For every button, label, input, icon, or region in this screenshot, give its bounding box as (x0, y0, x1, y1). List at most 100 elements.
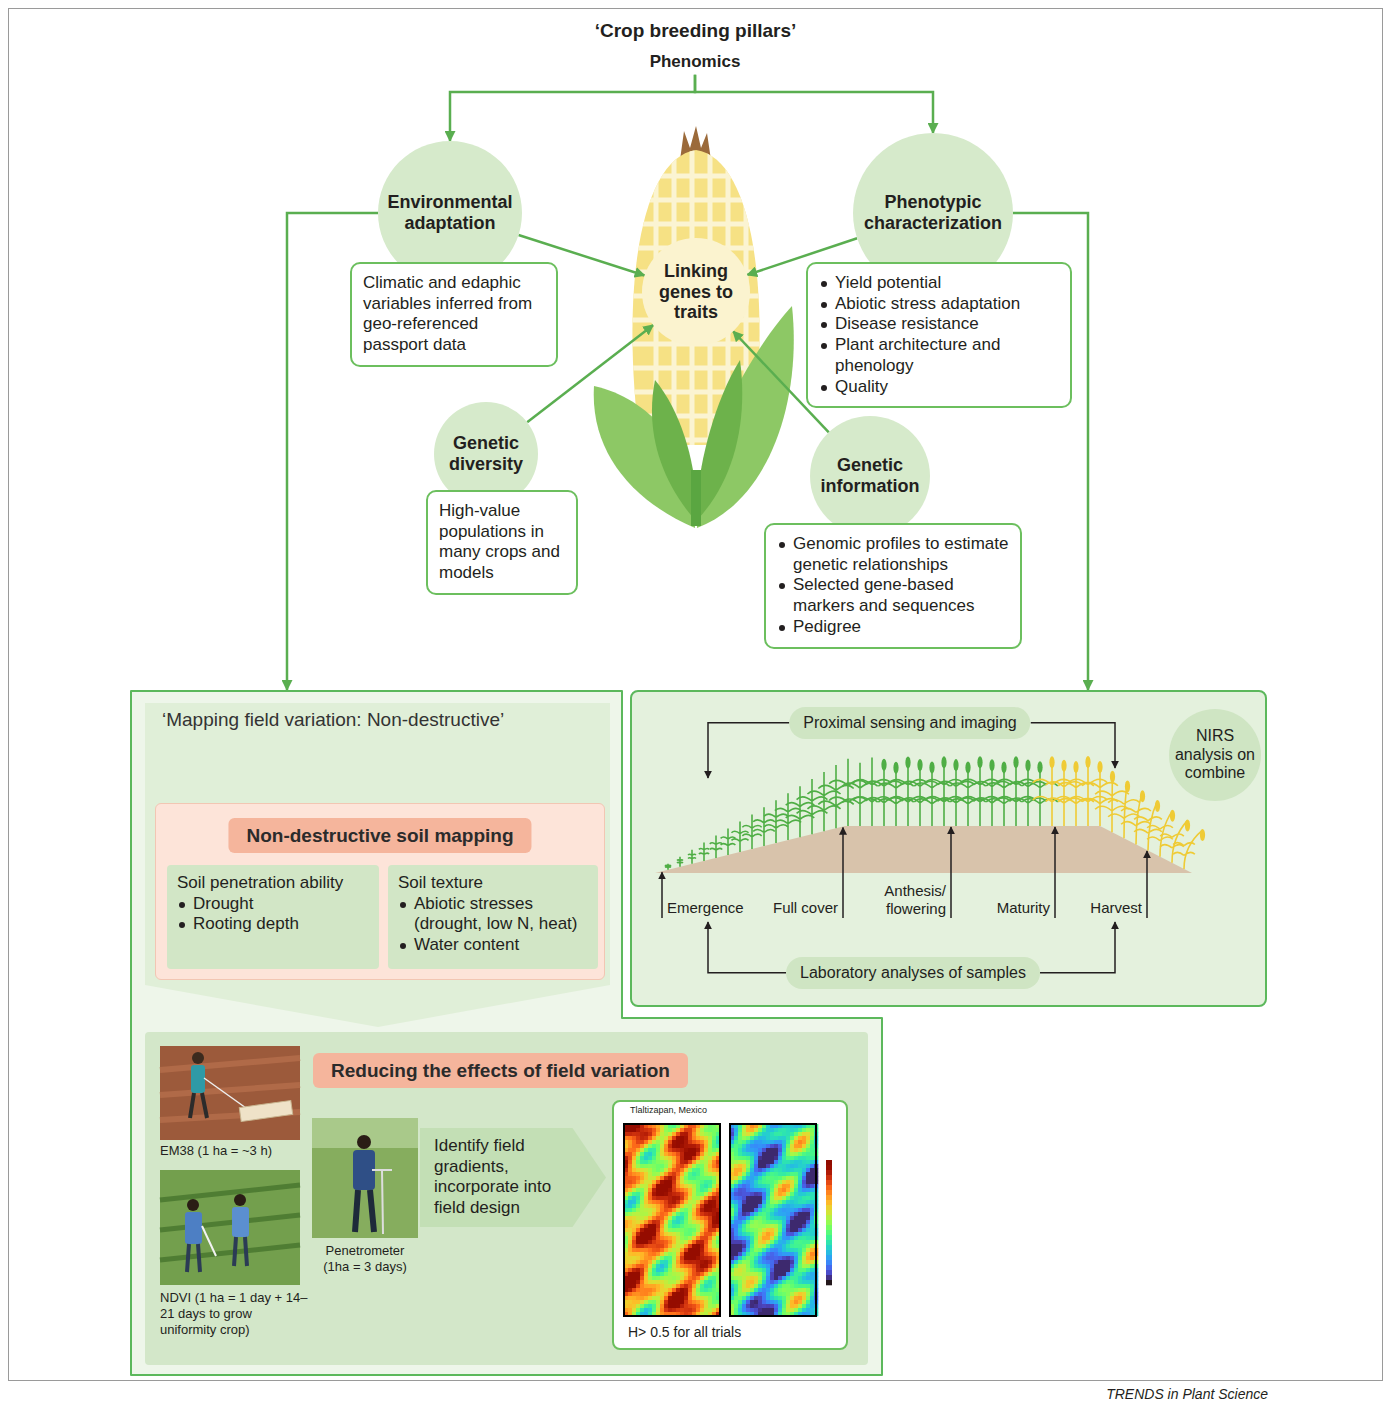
map-cell (700, 1216, 704, 1220)
map-cell (688, 1276, 692, 1280)
map-cell (774, 1284, 778, 1288)
map-cell (644, 1220, 648, 1224)
map-cell (766, 1276, 770, 1280)
map-cell (688, 1300, 692, 1304)
map-cell (640, 1152, 644, 1156)
crop-rows (160, 1185, 300, 1260)
map-cell (778, 1204, 782, 1208)
map-cell (636, 1152, 640, 1156)
map-cell (786, 1260, 790, 1264)
map-cell (786, 1176, 790, 1180)
map-cell (676, 1136, 680, 1140)
map-cell (766, 1300, 770, 1304)
map-cell (656, 1236, 660, 1240)
map-cell (782, 1224, 786, 1228)
map-cell (778, 1180, 782, 1184)
map-cell (680, 1144, 684, 1148)
map-cell (750, 1224, 754, 1228)
map-cell (636, 1284, 640, 1288)
map-cell (676, 1268, 680, 1272)
map-cell (656, 1248, 660, 1252)
map-cell (700, 1184, 704, 1188)
photo-em38 (160, 1046, 300, 1140)
map-cell (766, 1280, 770, 1284)
map-cell (640, 1252, 644, 1256)
map-cell (628, 1228, 632, 1232)
map-cell (660, 1304, 664, 1308)
map-cell (680, 1280, 684, 1284)
map-cell (700, 1156, 704, 1160)
map-cell (672, 1156, 676, 1160)
map-cell (664, 1236, 668, 1240)
map-cell (676, 1236, 680, 1240)
map-cell (770, 1308, 774, 1312)
map-cell (656, 1268, 660, 1272)
map-cell (782, 1244, 786, 1248)
map-cell (684, 1272, 688, 1276)
map-cell (680, 1228, 684, 1232)
map-cell (704, 1264, 708, 1268)
map-cell (676, 1232, 680, 1236)
map-cell (660, 1200, 664, 1204)
map-cell (664, 1132, 668, 1136)
map-cell (734, 1180, 738, 1184)
map-cell (628, 1208, 632, 1212)
map-cell (778, 1208, 782, 1212)
map-cell (762, 1152, 766, 1156)
map-cell (738, 1200, 742, 1204)
person-body (232, 1207, 249, 1237)
map-cell (786, 1144, 790, 1148)
map-cell (628, 1232, 632, 1236)
map-cell (632, 1212, 636, 1216)
person-head (234, 1194, 246, 1206)
map-cell (656, 1192, 660, 1196)
map-cell (680, 1132, 684, 1136)
map-cell (640, 1304, 644, 1308)
map-cell (632, 1244, 636, 1248)
map-cell (640, 1208, 644, 1212)
map-cell (712, 1180, 716, 1184)
map-cell (750, 1228, 754, 1232)
map-cell (712, 1204, 716, 1208)
map-cell (676, 1196, 680, 1200)
map-cell (734, 1244, 738, 1248)
map-cell (750, 1232, 754, 1236)
map-cell (778, 1136, 782, 1140)
map-cell (754, 1208, 758, 1212)
map-cell (746, 1232, 750, 1236)
map-cell (632, 1148, 636, 1152)
map-cell (664, 1260, 668, 1264)
bullet-item: Selected gene-based markers and sequence… (777, 575, 1009, 616)
map-cell (734, 1248, 738, 1252)
map-cell (692, 1136, 696, 1140)
map-cell (742, 1220, 746, 1224)
map-cell (758, 1232, 762, 1236)
map-cell (762, 1240, 766, 1244)
map-cell (778, 1276, 782, 1280)
map-cell (676, 1264, 680, 1268)
map-cell (774, 1144, 778, 1148)
map-cell (738, 1180, 742, 1184)
map-cell (664, 1136, 668, 1140)
map-cell (684, 1260, 688, 1264)
map-cell (778, 1192, 782, 1196)
map-cell (786, 1244, 790, 1248)
map-cell (712, 1188, 716, 1192)
map-cell (640, 1236, 644, 1240)
map-cell (632, 1240, 636, 1244)
map-cell (672, 1200, 676, 1204)
map-cell (758, 1132, 762, 1136)
box-text: Identify field gradients, incorporate in… (434, 1136, 566, 1219)
map-cell (708, 1248, 712, 1252)
map-cell (746, 1128, 750, 1132)
map-cell (696, 1156, 700, 1160)
map-cell (790, 1208, 794, 1212)
map-cell (640, 1136, 644, 1140)
map-cell (746, 1188, 750, 1192)
map-cell (692, 1156, 696, 1160)
map-cell (742, 1212, 746, 1216)
map-cell (640, 1128, 644, 1132)
map-cell (672, 1296, 676, 1300)
map-cell (640, 1300, 644, 1304)
map-cell (640, 1132, 644, 1136)
